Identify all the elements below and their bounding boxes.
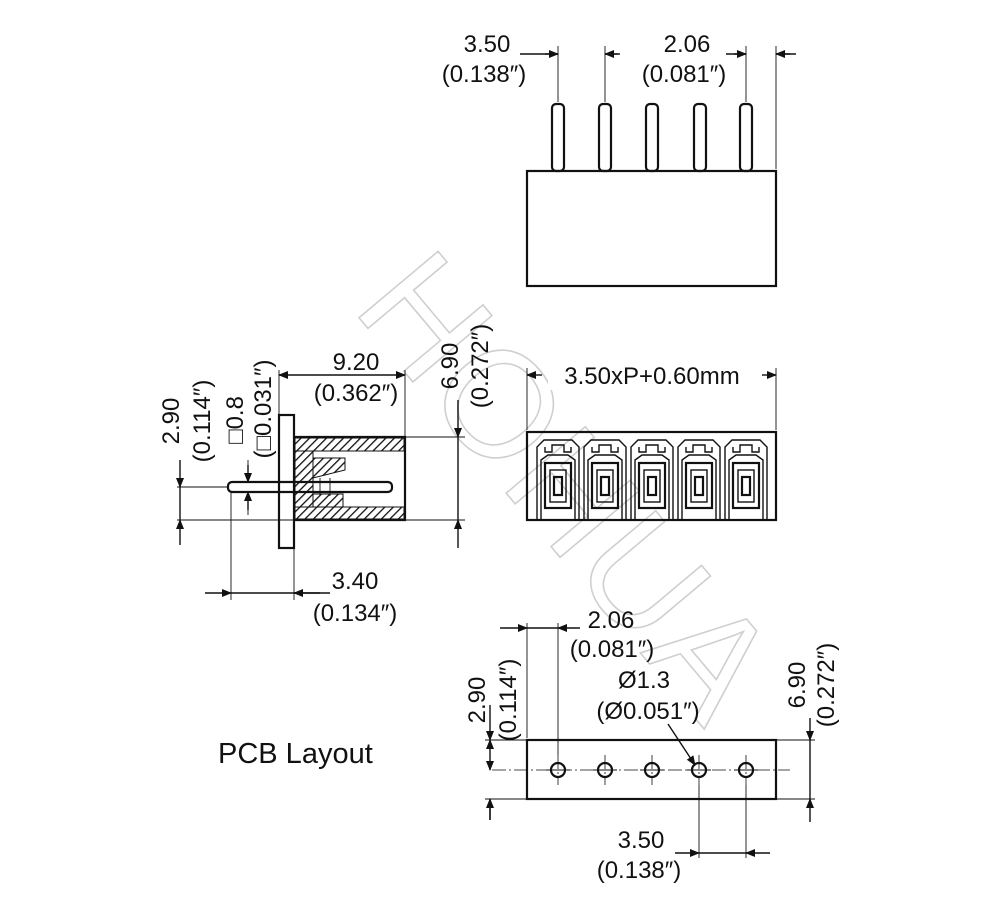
side-height-mm: 6.90 bbox=[437, 343, 464, 390]
pcb-hole bbox=[734, 755, 758, 785]
top-view-housing bbox=[525, 169, 778, 288]
top-edge-mm: 2.06 bbox=[664, 31, 711, 58]
top-edge-in: (0.081″) bbox=[642, 61, 727, 88]
pcb-hole bbox=[687, 755, 711, 785]
pcb-pitch-mm: 3.50 bbox=[618, 827, 665, 854]
pcb-edge-mm: 2.06 bbox=[588, 607, 635, 634]
front-socket bbox=[630, 439, 674, 520]
pcb-layout-title: PCB Layout bbox=[218, 738, 373, 770]
front-sockets bbox=[536, 439, 768, 520]
front-housing bbox=[525, 430, 778, 522]
pcb-holes bbox=[546, 755, 758, 785]
pcb-hole-mm: Ø1.3 bbox=[618, 667, 670, 694]
pcb-hole bbox=[593, 755, 617, 785]
pcb-hole bbox=[640, 755, 664, 785]
front-length-formula: 3.50xP+0.60mm bbox=[564, 363, 739, 390]
pcb-row-offset-in: (0.114″) bbox=[495, 659, 522, 742]
top-pitch-in: (0.138″) bbox=[442, 61, 527, 88]
side-tail-in: (0.134″) bbox=[313, 600, 398, 627]
pcb-layout: PCB Layout 2.06 (0.081″) Ø1.3 bbox=[218, 607, 840, 884]
front-view: 3.50xP+0.60mm bbox=[525, 360, 778, 522]
pcb-hole bbox=[546, 755, 570, 785]
side-depth-mm: 9.20 bbox=[333, 349, 380, 376]
side-pin-offset-mm: 2.90 bbox=[158, 398, 185, 445]
side-pin-square-mm: □0.8 bbox=[222, 396, 249, 444]
front-socket bbox=[677, 439, 721, 520]
side-pin-square-in: (□0.031″) bbox=[250, 359, 277, 458]
top-view-pins bbox=[550, 102, 754, 173]
side-view: 9.20 (0.362″) 6.90 (0.272″) 2.90 (0.114″… bbox=[158, 324, 494, 627]
front-socket bbox=[536, 439, 580, 520]
pcb-edge-in: (0.081″) bbox=[570, 636, 655, 663]
pcb-pitch-in: (0.138″) bbox=[597, 857, 682, 884]
side-body bbox=[294, 435, 407, 522]
pcb-hole-in: (Ø0.051″) bbox=[596, 698, 699, 725]
side-tail-mm: 3.40 bbox=[332, 568, 379, 595]
side-height-in: (0.272″) bbox=[467, 324, 494, 409]
front-socket bbox=[583, 439, 627, 520]
side-depth-in: (0.362″) bbox=[314, 380, 399, 407]
pcb-height-mm: 6.90 bbox=[784, 662, 811, 709]
top-pitch-mm: 3.50 bbox=[464, 31, 511, 58]
top-view: 3.50 (0.138″) 2.06 (0.081″) bbox=[442, 31, 796, 288]
pcb-outline bbox=[525, 738, 778, 801]
pcb-row-offset-mm: 2.90 bbox=[464, 677, 491, 724]
front-socket bbox=[724, 439, 768, 520]
pcb-height-in: (0.272″) bbox=[813, 643, 840, 728]
side-pin-offset-in: (0.114″) bbox=[189, 380, 216, 463]
